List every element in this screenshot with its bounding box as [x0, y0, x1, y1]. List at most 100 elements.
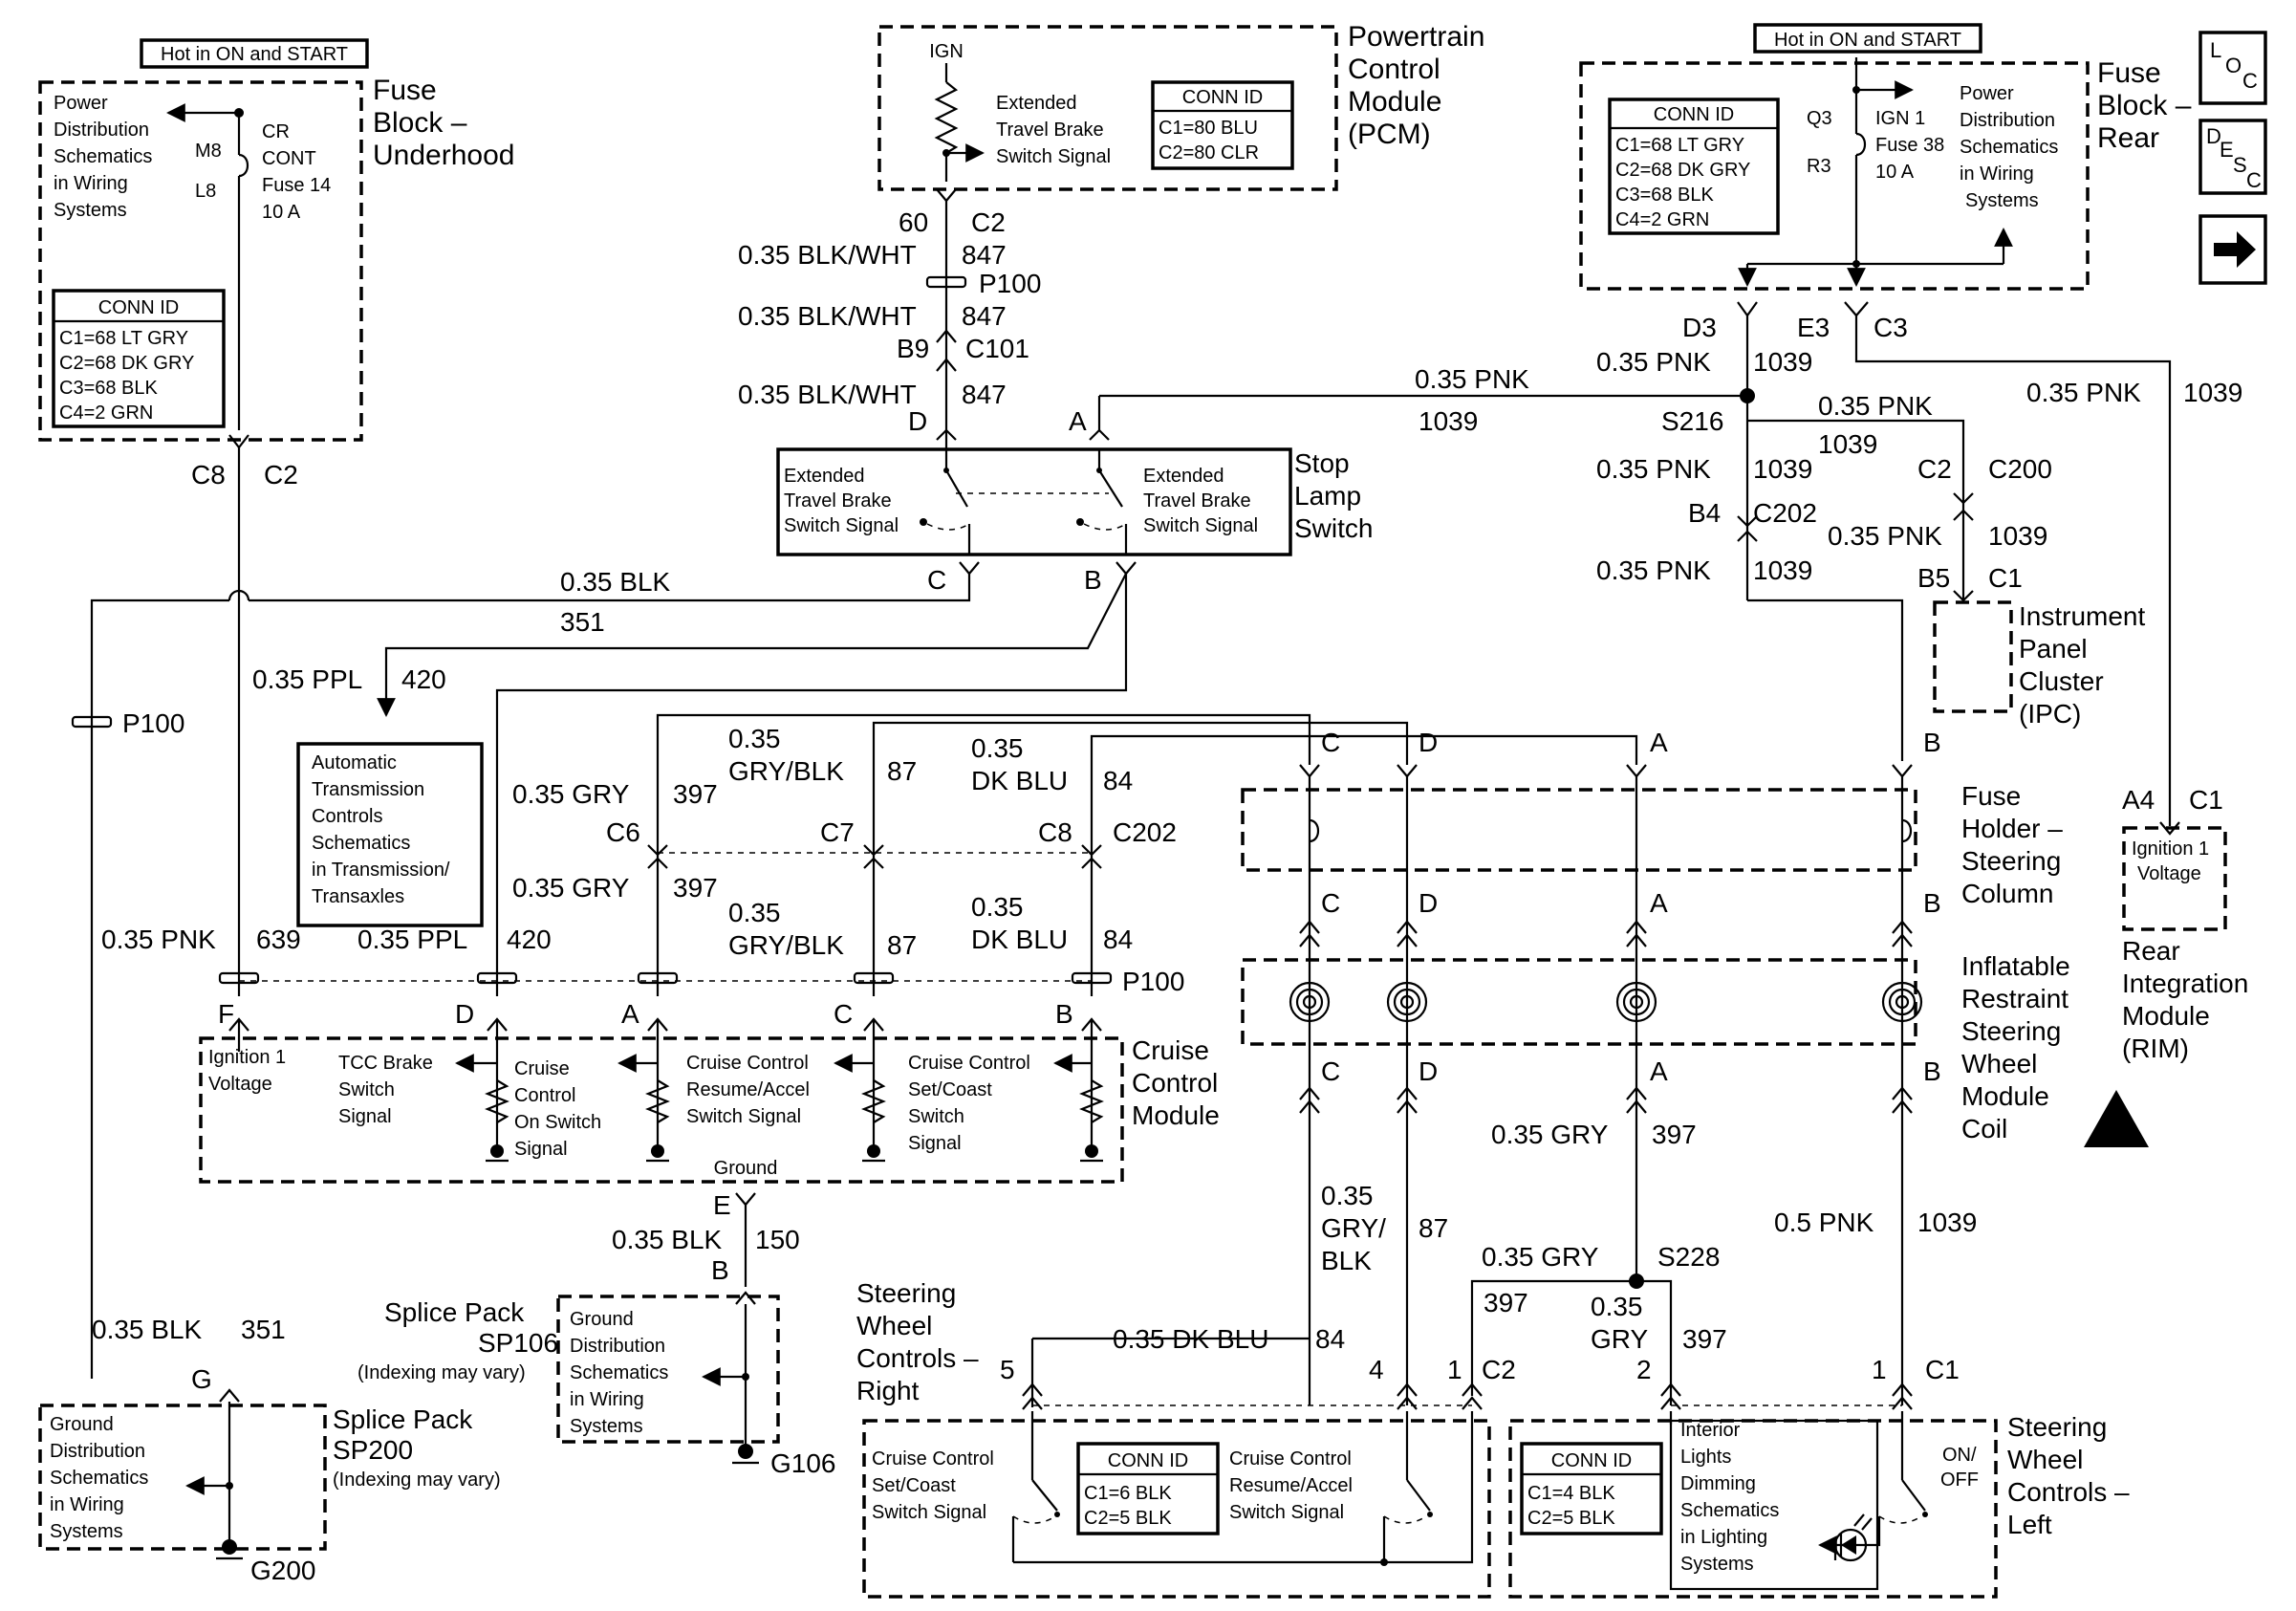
svg-text:Power: Power [54, 93, 108, 114]
powertrain-control-module: Powertrain Control Module (PCM) IGN Exte… [877, 21, 1484, 237]
svg-text:Inflatable: Inflatable [1961, 951, 2070, 981]
svg-text:C6: C6 [606, 817, 640, 847]
svg-text:0.35 PPL: 0.35 PPL [252, 664, 362, 694]
svg-text:D: D [1419, 1056, 1438, 1086]
svg-text:1039: 1039 [2183, 378, 2242, 407]
svg-text:C: C [2246, 168, 2262, 192]
svg-text:D: D [908, 406, 927, 436]
svg-text:10 A: 10 A [262, 202, 301, 223]
svg-text:Switch Signal: Switch Signal [686, 1106, 801, 1127]
svg-text:Steering: Steering [1961, 846, 2061, 876]
svg-text:397: 397 [1682, 1324, 1727, 1354]
svg-text:Schematics: Schematics [54, 146, 152, 167]
svg-text:0.35 GRY: 0.35 GRY [1482, 1242, 1599, 1272]
svg-text:Switch: Switch [908, 1106, 964, 1127]
svg-text:C1=4 BLK: C1=4 BLK [1527, 1483, 1615, 1504]
svg-text:Ground: Ground [570, 1309, 634, 1330]
fuse-symbol [1855, 132, 1867, 157]
svg-text:Splice Pack: Splice Pack [333, 1404, 473, 1434]
svg-text:R3: R3 [1807, 156, 1831, 177]
svg-text:TCC Brake: TCC Brake [338, 1053, 433, 1074]
svg-text:B: B [711, 1255, 729, 1285]
extended-travel-brake-wire: 0.35 BLK/WHT 847 P100 0.35 BLK/WHT 847 B… [738, 201, 1041, 449]
svg-text:0.35 BLK/WHT: 0.35 BLK/WHT [738, 301, 917, 331]
airbag-warning-icon [2084, 1090, 2149, 1147]
svg-text:Fuse 14: Fuse 14 [262, 175, 331, 196]
svg-text:Schematics: Schematics [312, 833, 410, 854]
svg-text:1: 1 [1447, 1355, 1462, 1384]
svg-text:87: 87 [1419, 1213, 1448, 1243]
svg-text:Systems: Systems [570, 1416, 643, 1437]
svg-text:0.35 PNK: 0.35 PNK [2026, 378, 2141, 407]
pnk-1039-network: 0.35 PNK 1039 A 0.35 PNK 1039 S216 0.35 … [1069, 316, 2242, 826]
svg-text:B: B [1923, 888, 1941, 918]
svg-text:0.35 PNK: 0.35 PNK [101, 925, 216, 954]
svg-text:Control: Control [514, 1085, 575, 1106]
svg-text:847: 847 [962, 301, 1007, 331]
svg-text:(Indexing may vary): (Indexing may vary) [333, 1469, 501, 1491]
svg-text:0.35 PNK: 0.35 PNK [1828, 521, 1942, 551]
splice-pack-sp200: Splice Pack SP200 (Indexing may vary) Gr… [38, 1402, 501, 1585]
svg-text:D: D [2206, 124, 2221, 148]
svg-text:Wheel: Wheel [1961, 1049, 2037, 1078]
svg-text:C3: C3 [1874, 313, 1908, 342]
ground-symbols [486, 1144, 1103, 1163]
svg-text:BLK: BLK [1321, 1246, 1372, 1275]
svg-text:0.35 BLK: 0.35 BLK [612, 1225, 723, 1254]
svg-text:Integration: Integration [2122, 969, 2248, 998]
next-arrow-icon[interactable] [2199, 214, 2267, 285]
svg-text:SP106: SP106 [478, 1328, 558, 1358]
svg-text:847: 847 [962, 240, 1007, 270]
svg-text:C2=68 DK GRY: C2=68 DK GRY [59, 353, 194, 374]
ground-150-wire: E 0.35 BLK 150 B [612, 1190, 800, 1305]
resistor-symbol [934, 81, 959, 154]
svg-text:Stop: Stop [1294, 448, 1350, 478]
svg-text:in Wiring: in Wiring [50, 1494, 124, 1515]
svg-text:GRY/BLK: GRY/BLK [728, 930, 844, 960]
svg-text:Wheel: Wheel [2007, 1445, 2083, 1474]
svg-text:Signal: Signal [514, 1139, 568, 1160]
svg-text:DK BLU: DK BLU [971, 925, 1068, 954]
svg-text:S216: S216 [1661, 406, 1723, 436]
svg-text:M8: M8 [195, 141, 222, 162]
desc-icon[interactable]: D E S C [2199, 119, 2267, 195]
svg-text:Power: Power [1960, 83, 2014, 104]
inflatable-restraint-coil: Inflatable Restraint Steering Wheel Modu… [1241, 951, 2149, 1147]
svg-text:Switch: Switch [338, 1079, 395, 1100]
svg-text:Dimming: Dimming [1680, 1473, 1756, 1494]
svg-text:Voltage: Voltage [208, 1074, 272, 1095]
svg-text:G106: G106 [770, 1448, 836, 1478]
svg-text:0.35 PNK: 0.35 PNK [1596, 555, 1711, 585]
svg-text:(PCM): (PCM) [1348, 119, 1431, 150]
svg-text:0.35: 0.35 [971, 733, 1024, 763]
svg-text:Automatic: Automatic [312, 752, 397, 773]
svg-text:351: 351 [241, 1315, 286, 1344]
svg-text:Signal: Signal [338, 1106, 392, 1127]
svg-text:C202: C202 [1753, 498, 1817, 528]
svg-text:(RIM): (RIM) [2122, 1034, 2189, 1063]
svg-text:397: 397 [673, 873, 718, 903]
svg-text:P100: P100 [1122, 967, 1184, 996]
svg-text:in Lighting: in Lighting [1680, 1527, 1767, 1548]
steering-column-wires: C D A B C D A B C D A B 0.35 GRY/ BLK 87… [1030, 728, 1977, 1405]
svg-text:Cruise Control: Cruise Control [686, 1053, 809, 1074]
svg-text:1: 1 [1872, 1355, 1887, 1384]
svg-text:1039: 1039 [1753, 454, 1812, 484]
svg-text:0.35 PNK: 0.35 PNK [1415, 364, 1529, 394]
loc-icon[interactable]: L O C [2199, 31, 2267, 105]
svg-text:Switch: Switch [1294, 513, 1373, 543]
svg-text:OFF: OFF [1940, 1469, 1979, 1491]
svg-text:Cruise: Cruise [1132, 1035, 1209, 1065]
svg-text:C2: C2 [1917, 454, 1952, 484]
svg-text:CONN ID: CONN ID [1108, 1450, 1188, 1471]
svg-text:Cluster: Cluster [2019, 666, 2104, 696]
svg-text:D: D [1419, 728, 1438, 757]
svg-text:Travel Brake: Travel Brake [996, 120, 1104, 141]
fuse-block-underhood: Hot in ON and START Fuse Block – Underho… [38, 38, 514, 490]
cruise-control-module: Cruise Control Module F D A C B Ignition… [199, 999, 1220, 1184]
svg-text:C: C [1321, 1056, 1340, 1086]
svg-text:Systems: Systems [1965, 190, 2039, 211]
svg-text:Cruise Control: Cruise Control [1229, 1448, 1352, 1469]
svg-text:E: E [2220, 138, 2234, 162]
svg-text:B5: B5 [1917, 563, 1950, 593]
